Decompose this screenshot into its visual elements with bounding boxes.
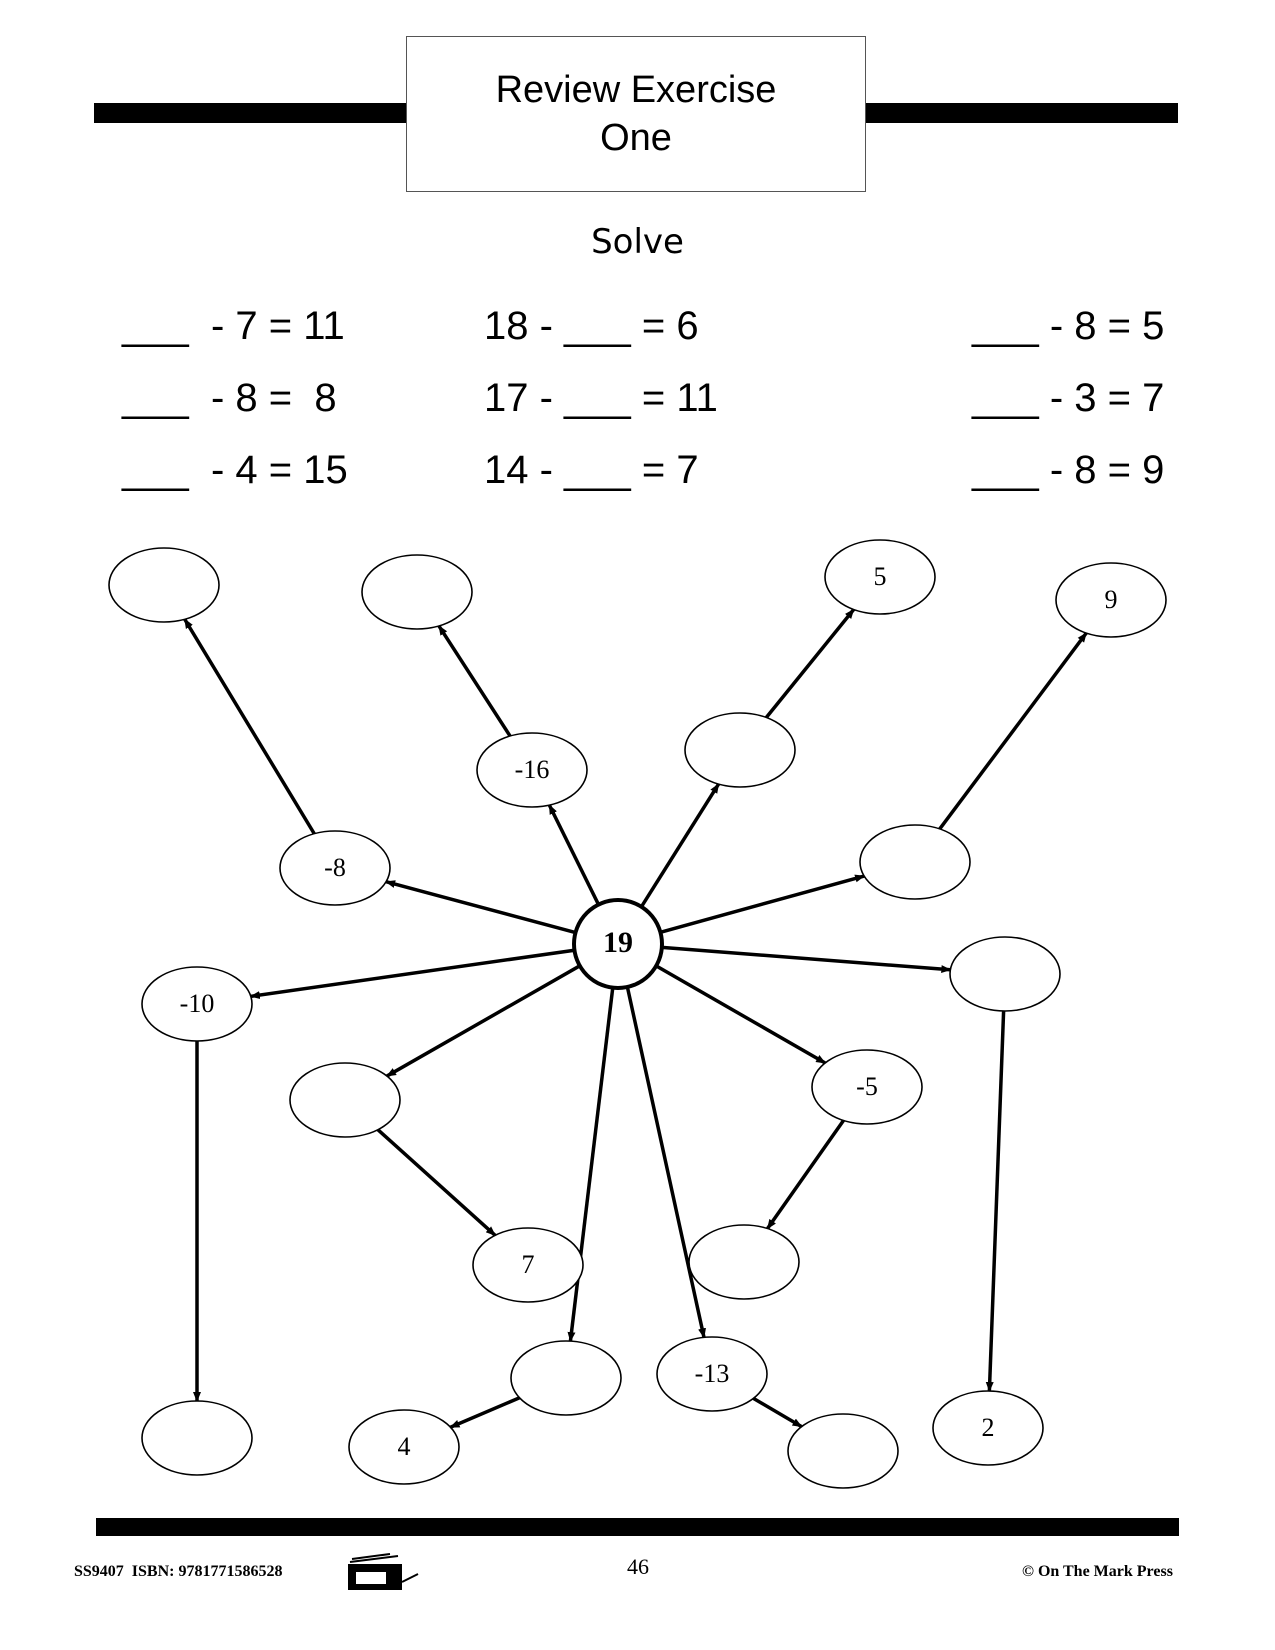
title-line-2: One (600, 117, 672, 159)
node-label: -10 (180, 989, 215, 1018)
node-n_minus16: -16 (476, 732, 588, 808)
equation-right-3: ___ - 8 = 9 (972, 448, 1165, 492)
node-label: -8 (324, 853, 346, 882)
arrow-center-to-n_minus5 (655, 964, 827, 1065)
arrow-m1-to-n_5 (764, 608, 856, 719)
equation-left-3: ___ - 4 = 15 (122, 448, 348, 492)
node-n_2: 2 (932, 1390, 1044, 1466)
node-label: -13 (695, 1359, 730, 1388)
title-box: Review Exercise One (406, 36, 866, 192)
arrow-center-to-n_minus13 (625, 986, 706, 1339)
footer-code: SS9407 ISBN: 9781771586528 (74, 1563, 283, 1580)
arrow-n_minus13-to-b13 (752, 1396, 803, 1429)
footer-publisher: © On The Mark Press (1022, 1563, 1173, 1580)
equation-middle-1: 18 - ___ = 6 (484, 304, 699, 348)
arrow-n1-to-n_4 (449, 1396, 521, 1429)
arrow-n_minus16-to-tl2 (437, 624, 512, 738)
arrow-center-to-n_minus8 (385, 880, 576, 935)
header-rule-left (94, 103, 406, 123)
arrow-center-to-n1 (567, 987, 615, 1343)
node-label: 5 (874, 562, 887, 591)
node-n_9: 9 (1055, 562, 1167, 638)
equation-right-1: ___ - 8 = 5 (972, 304, 1165, 348)
center-node-label: 19 (603, 926, 633, 959)
equation-right-2: ___ - 3 = 7 (972, 376, 1165, 420)
node-bl (141, 1400, 253, 1476)
node-n_4: 4 (348, 1409, 460, 1485)
equation-middle-3: 14 - ___ = 7 (484, 448, 699, 492)
arrow-center-to-n_minus16 (547, 804, 601, 906)
node-n_minus10: -10 (141, 966, 253, 1042)
node-label: 4 (398, 1432, 411, 1461)
node-r1 (859, 824, 971, 900)
book-icon (348, 1553, 419, 1590)
equation-left-1: ___ - 7 = 11 (122, 304, 345, 348)
node-n_minus13: -13 (656, 1336, 768, 1412)
arrow-r2-to-n_2 (985, 1010, 1006, 1393)
title-line-1: Review Exercise (495, 69, 777, 111)
arrow-center-to-r1 (659, 874, 866, 934)
node-b5 (688, 1224, 800, 1300)
node-n_5: 5 (824, 539, 936, 615)
node-label: 7 (522, 1250, 535, 1279)
node-tl1 (108, 547, 220, 623)
arrow-n_minus8-to-tl1 (183, 618, 316, 835)
arrow-r1-to-n_9 (938, 632, 1088, 830)
node-tl2 (361, 554, 473, 630)
node-label: -5 (856, 1072, 878, 1101)
node-r2 (949, 936, 1061, 1012)
node-m1 (684, 712, 796, 788)
node-n_minus5: -5 (811, 1049, 923, 1125)
arrow-center-to-r2 (661, 945, 952, 974)
arrow-center-to-n_minus10 (249, 948, 575, 1000)
node-n1 (510, 1340, 622, 1416)
arrow-center-to-l1 (386, 964, 581, 1078)
node-label: 2 (982, 1413, 995, 1442)
center-node: 19 (572, 898, 664, 990)
node-label: 9 (1105, 585, 1118, 614)
node-l1 (289, 1062, 401, 1138)
arrow-center-to-m1 (639, 783, 721, 908)
arrow-n_minus5-to-b5 (766, 1119, 845, 1230)
header-rule-right (866, 103, 1178, 123)
instruction-heading: Solve (591, 222, 684, 262)
footer-rule (96, 1518, 1179, 1536)
equation-left-2: ___ - 8 = 8 (122, 376, 337, 420)
node-label: -16 (515, 755, 550, 784)
node-n_7: 7 (472, 1227, 584, 1303)
page-number: 46 (627, 1554, 649, 1579)
node-n_minus8: -8 (279, 830, 391, 906)
node-b13 (787, 1413, 899, 1489)
equation-middle-2: 17 - ___ = 11 (484, 376, 718, 420)
arrow-l1-to-n_7 (376, 1128, 497, 1237)
